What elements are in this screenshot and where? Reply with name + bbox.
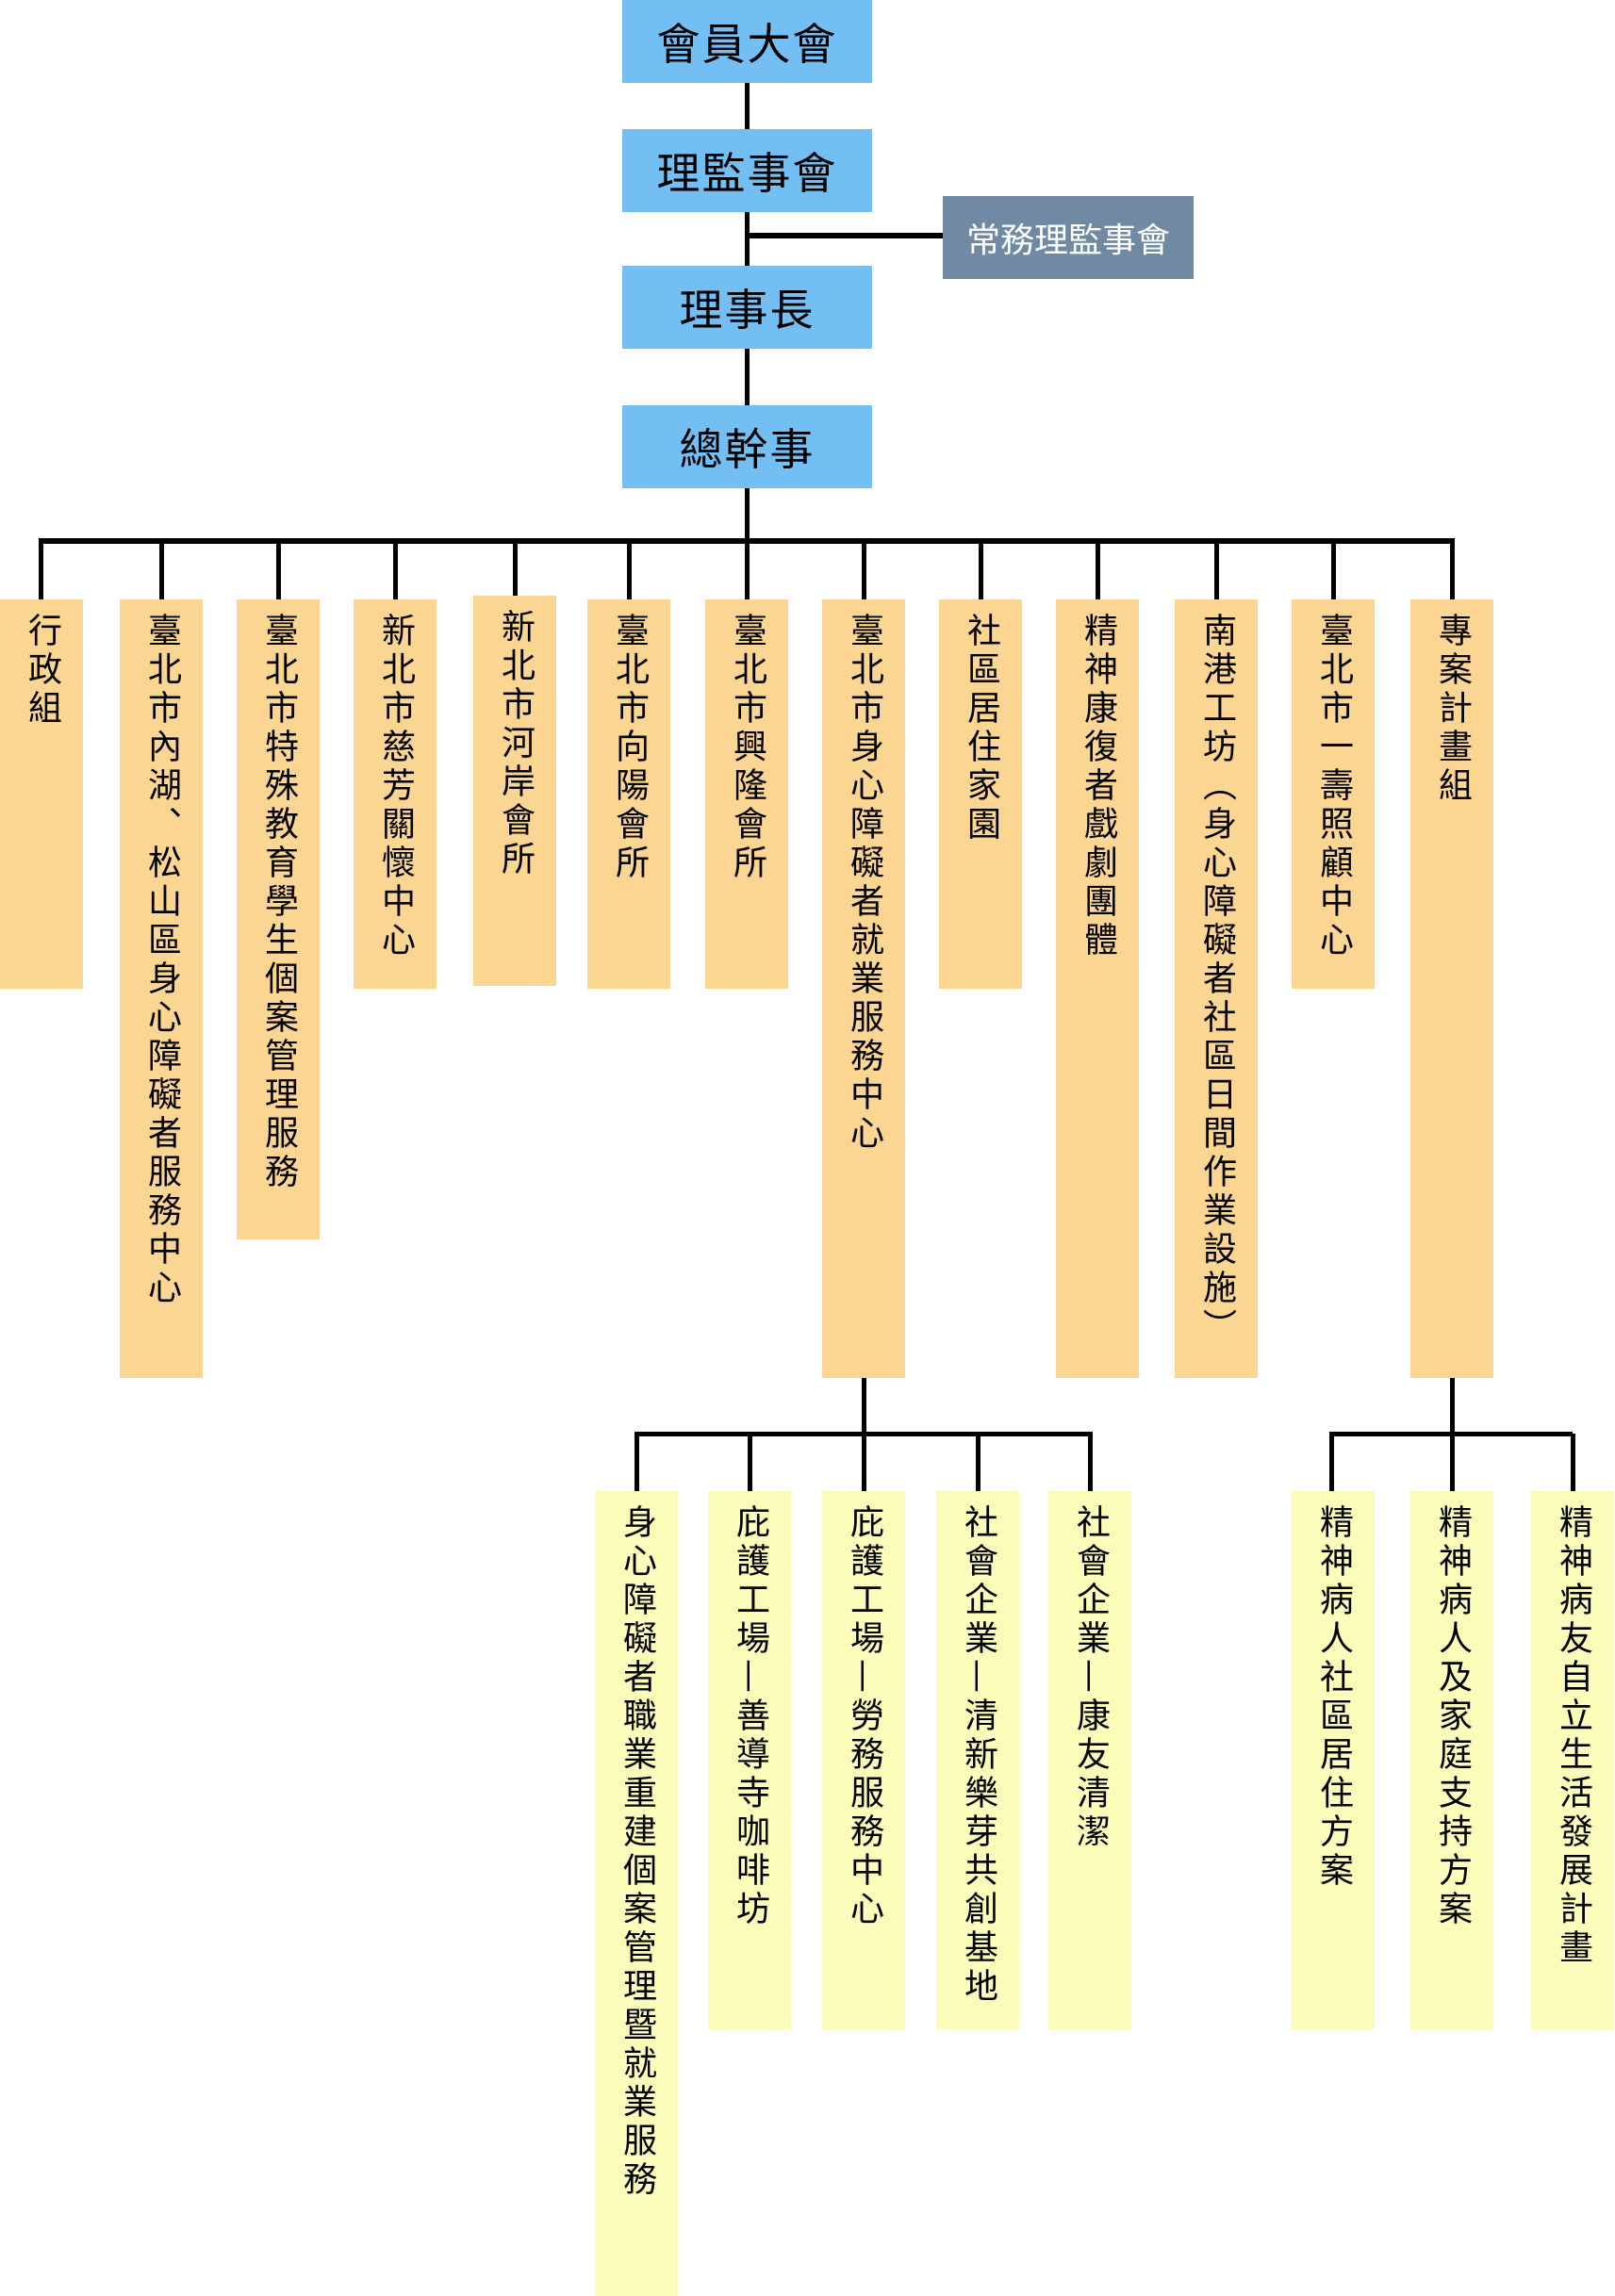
connector-line: [39, 541, 43, 599]
connector-line: [1214, 541, 1219, 599]
unit-box: 行政組: [0, 599, 83, 989]
connector-line: [1450, 1378, 1455, 1436]
sub-unit-box: 庇護工場—善導寺咖啡坊: [708, 1491, 791, 2029]
general-assembly-box: 會員大會: [622, 0, 872, 83]
unit-box: 精神康復者戲劇團體: [1056, 599, 1139, 1378]
connector-line: [1571, 1434, 1575, 1491]
connector-line: [634, 1434, 639, 1491]
standing-board-box: 常務理監事會: [943, 196, 1194, 279]
connector-line: [159, 541, 164, 599]
unit-box: 新北市河岸會所: [473, 596, 556, 986]
unit-label: 臺北市內湖、松山區身心障礙者服務中心: [142, 613, 181, 1308]
connector-line: [1450, 541, 1455, 599]
unit-label: 南港工坊（身心障礙者社區日間作業設施）: [1197, 613, 1236, 1347]
unit-label: 專案計畫組: [1433, 613, 1472, 806]
unit-box: 新北市慈芳關懷中心: [354, 599, 437, 989]
unit-label: 新北市河岸會所: [496, 609, 535, 879]
unit-box: 臺北市內湖、松山區身心障礙者服務中心: [120, 599, 203, 1378]
connector-line: [862, 541, 866, 599]
unit-box: 臺北市向陽會所: [587, 599, 670, 989]
unit-label: 臺北市向陽會所: [610, 613, 649, 883]
connector-line: [745, 487, 750, 544]
unit-label: 臺北市興隆會所: [728, 613, 766, 883]
sub-unit-label: 庇護工場—勞務服務中心: [845, 1504, 883, 1929]
sub-unit-label: 社會企業—清新樂芽共創基地: [959, 1504, 997, 2007]
connector-line: [627, 541, 632, 599]
connector-line: [745, 541, 750, 599]
unit-box: 臺北市興隆會所: [705, 599, 788, 989]
connector-line: [862, 1434, 866, 1491]
sub-unit-box: 社會企業—康友清潔: [1048, 1491, 1131, 2029]
unit-box: 社區居住家園: [939, 599, 1022, 989]
general-assembly-label: 會員大會: [656, 19, 838, 70]
unit-box: 臺北市身心障礙者就業服務中心: [822, 599, 905, 1378]
sub-unit-box: 精神病人及家庭支持方案: [1410, 1491, 1493, 2029]
unit-box: 專案計畫組: [1410, 599, 1493, 1378]
chairman-box: 理事長: [622, 266, 872, 349]
board-label: 理監事會: [656, 148, 838, 199]
unit-label: 臺北市特殊教育學生個案管理服務: [259, 613, 298, 1192]
unit-label: 行政組: [23, 613, 61, 729]
sub-unit-label: 庇護工場—善導寺咖啡坊: [731, 1504, 769, 1929]
secretary-general-label: 總幹事: [679, 424, 816, 475]
unit-label: 臺北市一壽照顧中心: [1314, 613, 1353, 960]
connector-line: [979, 541, 983, 599]
sub-unit-label: 精神病人及家庭支持方案: [1433, 1504, 1472, 1929]
sub-unit-box: 庇護工場—勞務服務中心: [822, 1491, 905, 2029]
connector-line: [745, 233, 943, 238]
connector-line: [276, 541, 281, 599]
connector-line: [745, 83, 750, 405]
connector-line: [862, 1378, 866, 1436]
sub-unit-label: 社會企業—康友清潔: [1071, 1504, 1110, 1852]
connector-line: [393, 541, 398, 599]
sub-unit-label: 精神病人社區居住方案: [1314, 1504, 1353, 1891]
sub-unit-box: 精神病友自立生活發展計畫: [1531, 1491, 1614, 2029]
sub-unit-box: 精神病人社區居住方案: [1292, 1491, 1375, 2029]
sub-unit-box: 社會企業—清新樂芽共創基地: [936, 1491, 1019, 2029]
board-box: 理監事會: [622, 129, 872, 212]
connector-line: [1329, 1434, 1334, 1491]
unit-box: 臺北市一壽照顧中心: [1292, 599, 1375, 989]
unit-box: 南港工坊（身心障礙者社區日間作業設施）: [1175, 599, 1258, 1378]
unit-label: 精神康復者戲劇團體: [1079, 613, 1117, 960]
unit-label: 新北市慈芳關懷中心: [376, 613, 415, 960]
connector-line: [748, 1434, 752, 1491]
standing-board-label: 常務理監事會: [965, 221, 1170, 260]
connector-line: [1088, 1434, 1093, 1491]
sub-unit-label: 精神病友自立生活發展計畫: [1554, 1504, 1592, 1968]
connector-line: [976, 1434, 981, 1491]
sub-unit-box: 身心障礙者職業重建個案管理暨就業服務: [595, 1491, 678, 2296]
secretary-general-box: 總幹事: [622, 405, 872, 488]
connector-line: [1331, 541, 1336, 599]
unit-box: 臺北市特殊教育學生個案管理服務: [237, 599, 320, 1239]
connector-line: [513, 541, 518, 599]
chairman-label: 理事長: [679, 285, 816, 336]
connector-line: [1450, 1434, 1455, 1491]
unit-label: 社區居住家園: [962, 613, 1000, 845]
unit-label: 臺北市身心障礙者就業服務中心: [845, 613, 883, 1154]
sub-unit-label: 身心障礙者職業重建個案管理暨就業服務: [618, 1504, 656, 2200]
connector-line: [1096, 541, 1100, 599]
